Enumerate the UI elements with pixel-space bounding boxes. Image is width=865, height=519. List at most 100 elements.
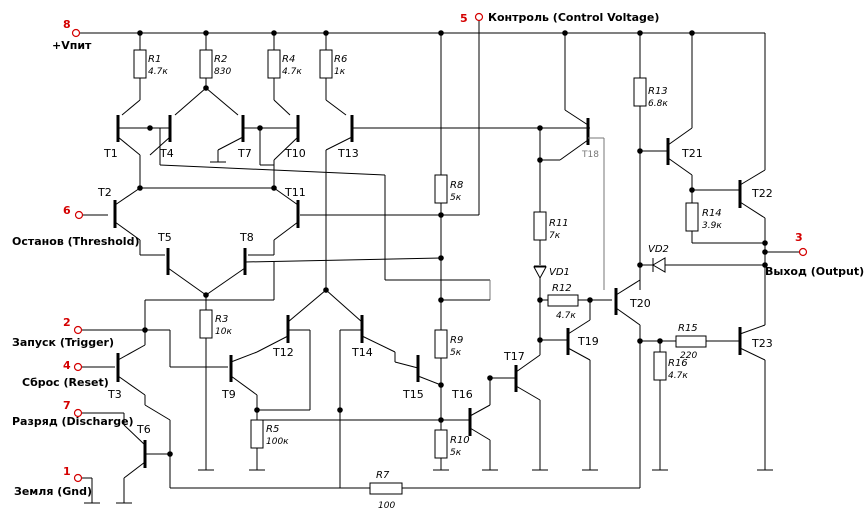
- pin-5-terminal[interactable]: [474, 12, 484, 22]
- resistor-r13-value: 6.8к: [648, 99, 668, 109]
- diode-vd1: VD1: [533, 265, 570, 300]
- resistor-r10: R10 5к: [433, 429, 470, 471]
- resistor-r4-value: 4.7к: [282, 67, 302, 77]
- transistor-t21: T21: [640, 33, 703, 190]
- diode-vd1-label: VD1: [549, 267, 570, 278]
- resistor-r10-value: 5к: [450, 448, 462, 458]
- transistor-t13-label: T13: [337, 147, 359, 160]
- resistor-r6-value: 1к: [334, 67, 346, 77]
- transistor-t11: T11: [248, 160, 306, 256]
- ground-bus: [170, 340, 641, 489]
- transistor-t18-label: T18: [581, 150, 599, 160]
- transistor-t10: T10: [259, 115, 306, 166]
- transistor-t21-label: T21: [681, 147, 703, 160]
- pin-7-label: Разряд (Discharge): [12, 415, 134, 428]
- pin-4-number: 4: [63, 359, 71, 372]
- resistor-r2: R2 830: [174, 33, 239, 116]
- resistor-r3: R3 10к: [198, 295, 232, 471]
- pin-3-terminal[interactable]: [798, 247, 808, 257]
- pin-6-terminal[interactable]: [74, 210, 84, 220]
- transistor-t11-label: T11: [284, 186, 306, 199]
- resistor-r14: R14 3.9к: [685, 190, 765, 244]
- resistor-r7-value: 100: [378, 501, 395, 511]
- transistor-t15-label: T15: [402, 388, 424, 401]
- resistor-r4-name: R4: [282, 54, 295, 65]
- transistor-t19: T19: [540, 300, 599, 471]
- resistor-r6-name: R6: [334, 54, 347, 65]
- pin-1-terminal[interactable]: [73, 473, 83, 483]
- pin-4-terminal[interactable]: [73, 362, 83, 372]
- resistor-r12: R12 4.7к: [540, 283, 612, 321]
- transistor-t8-label: T8: [239, 231, 254, 244]
- pin-3: 3 Выход (Output): [765, 231, 864, 278]
- transistor-t9: T9: [221, 351, 310, 411]
- resistor-r4: R4 4.7к: [267, 33, 302, 116]
- resistor-r1: R1 4.7к: [121, 33, 168, 116]
- supply-rail: [80, 32, 766, 170]
- pin-6-number: 6: [63, 204, 71, 217]
- transistor-t19-label: T19: [577, 335, 599, 348]
- transistor-t16: T16: [451, 378, 498, 471]
- transistor-t12-label: T12: [272, 346, 294, 359]
- transistor-t7: T7: [210, 115, 298, 163]
- pin-2-number: 2: [63, 316, 71, 329]
- pin-5-number: 5: [460, 12, 468, 25]
- transistor-t18: T18: [540, 33, 605, 290]
- transistor-t14: T14: [325, 289, 396, 488]
- transistor-t4-label: T4: [159, 147, 174, 160]
- pin-6: 6 Останов (Threshold): [12, 204, 139, 248]
- pin-7: 7 Разряд (Discharge): [12, 399, 146, 446]
- pin-3-number: 3: [795, 231, 803, 244]
- transistor-t23: T23: [738, 324, 773, 471]
- resistor-r16: R16 4.7к: [652, 341, 688, 471]
- resistor-r13: R13 6.8к: [633, 33, 668, 290]
- resistor-r8-name: R8: [450, 180, 463, 191]
- pin-8-terminal[interactable]: [71, 28, 81, 38]
- pin-5: 5 Контроль (Control Voltage): [300, 11, 659, 216]
- resistor-r12-name: R12: [552, 283, 572, 294]
- transistor-t10-label: T10: [284, 147, 306, 160]
- transistor-t2: T2: [97, 155, 274, 256]
- resistor-r14-value: 3.9к: [702, 221, 722, 231]
- transistor-t1-label: T1: [103, 147, 118, 160]
- transistor-t22: T22: [692, 169, 773, 325]
- resistor-r15-value: 220: [680, 351, 697, 361]
- transistor-t3: T3: [107, 262, 275, 488]
- resistor-r15-name: R15: [678, 323, 698, 334]
- transistor-t5: T5: [157, 231, 207, 296]
- pin-4-label: Сброс (Reset): [22, 376, 109, 389]
- transistor-t6-label: T6: [136, 423, 151, 436]
- transistor-t14-label: T14: [351, 346, 373, 359]
- transistor-t9-label: T9: [221, 388, 236, 401]
- pin-2: 2 Запуск (Trigger): [12, 316, 228, 368]
- resistor-r7: R7 100: [369, 470, 403, 511]
- transistor-t22-label: T22: [751, 187, 773, 200]
- pin-2-label: Запуск (Trigger): [12, 336, 114, 349]
- pin-5-label: Контроль (Control Voltage): [488, 11, 659, 24]
- pin-7-terminal[interactable]: [73, 408, 83, 418]
- resistor-r7-name: R7: [376, 470, 390, 481]
- transistor-t1: T1: [103, 115, 150, 160]
- resistor-r16-name: R16: [668, 358, 688, 369]
- resistor-r9-value: 5к: [450, 348, 462, 358]
- transistor-t3-label: T3: [107, 388, 122, 401]
- resistor-r9: R9 5к: [434, 329, 463, 430]
- transistor-t4: T4: [149, 115, 386, 176]
- resistor-r3-value: 10к: [215, 327, 232, 337]
- transistor-t6: T6: [116, 423, 170, 504]
- diode-vd2-label: VD2: [648, 244, 669, 255]
- resistor-r1-value: 4.7к: [148, 67, 168, 77]
- pin-6-label: Останов (Threshold): [12, 235, 139, 248]
- pin-2-terminal[interactable]: [73, 325, 83, 335]
- resistor-r10-name: R10: [450, 435, 470, 446]
- misc-wiring: [170, 160, 640, 489]
- resistor-r5: R5 100к: [249, 410, 289, 471]
- resistor-r3-name: R3: [215, 314, 228, 325]
- diode-vd2: VD2: [640, 244, 765, 273]
- pin-7-number: 7: [63, 399, 71, 412]
- junction-dots: [137, 30, 768, 457]
- resistor-r5-name: R5: [266, 424, 279, 435]
- transistor-t17-label: T17: [503, 350, 525, 363]
- resistor-r14-name: R14: [702, 208, 722, 219]
